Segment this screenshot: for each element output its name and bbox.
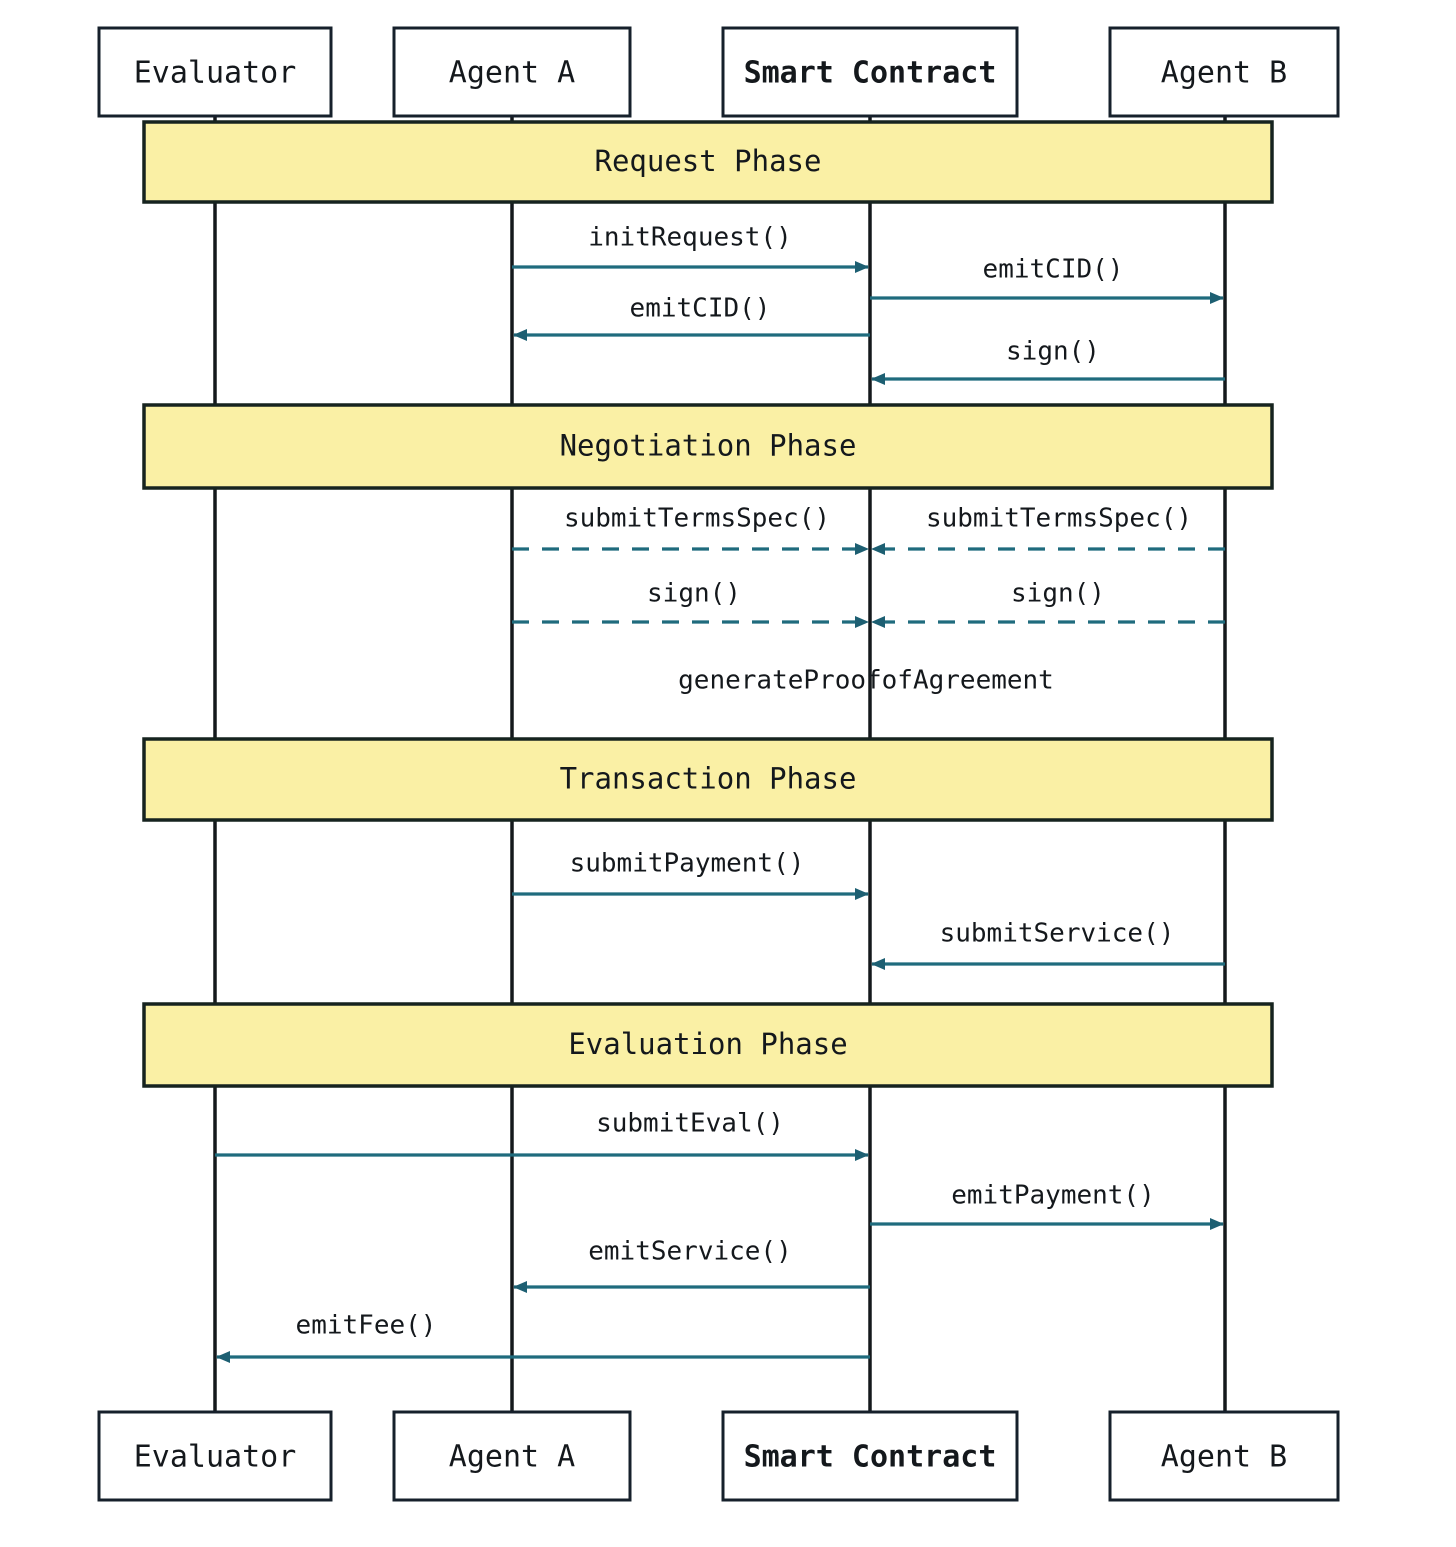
actor-box-evaluator-top[interactable] <box>97 26 333 118</box>
message-label-m10: submitService() <box>940 919 1175 949</box>
actor-label-smart_contract-top: Smart Contract <box>744 56 997 91</box>
message-label-m8: sign() <box>1011 579 1105 609</box>
actor-box-agent_b-top[interactable] <box>1108 26 1340 118</box>
actor-label-agent_a-bottom: Agent A <box>449 1440 575 1475</box>
actor-box-agent_a-top[interactable] <box>392 26 632 118</box>
phase-label-transaction: Transaction Phase <box>560 762 857 796</box>
phase-label-evaluation: Evaluation Phase <box>568 1027 847 1061</box>
message-label-m9: submitPayment() <box>570 849 805 879</box>
actor-label-agent_b-bottom: Agent B <box>1161 1440 1287 1475</box>
message-label-m13: emitService() <box>588 1237 792 1267</box>
message-label-m1: initRequest() <box>588 223 792 253</box>
message-label-m11: submitEval() <box>596 1109 784 1139</box>
message-label-m5: submitTermsSpec() <box>564 504 830 534</box>
phase-label-request: Request Phase <box>595 144 822 178</box>
actor-label-agent_b-top: Agent B <box>1161 56 1287 91</box>
actor-label-smart_contract-bottom: Smart Contract <box>744 1440 997 1475</box>
message-label-m2: emitCID() <box>983 255 1124 285</box>
actor-box-agent_b-bottom[interactable] <box>1108 1410 1340 1502</box>
actor-box-smart_contract-top[interactable] <box>721 26 1019 118</box>
actor-boxes-top: Evaluator Agent A Smart Contract Agent B <box>97 26 1340 118</box>
message-label-m4: sign() <box>1006 337 1100 367</box>
message-label-m6: submitTermsSpec() <box>926 504 1192 534</box>
actor-box-agent_a-bottom[interactable] <box>392 1410 632 1502</box>
phase-band-transaction <box>142 737 1274 822</box>
note-label-n1: generateProofofAgreement <box>678 666 1054 696</box>
phase-band-request <box>142 120 1274 204</box>
message-label-m14: emitFee() <box>296 1311 437 1341</box>
actor-box-evaluator-bottom[interactable] <box>97 1410 333 1502</box>
actor-box-smart_contract-bottom[interactable] <box>721 1410 1019 1502</box>
actor-label-evaluator-top: Evaluator <box>134 56 297 91</box>
notes-group: generateProofofAgreement <box>678 666 1054 696</box>
messages-group: initRequest() emitCID() emitCID() sign() sub… <box>215 223 1225 1363</box>
phase-label-negotiation: Negotiation Phase <box>560 429 857 463</box>
message-label-m3: emitCID() <box>630 294 771 324</box>
actor-label-agent_a-top: Agent A <box>449 56 575 91</box>
actor-boxes-bottom: Evaluator Agent A Smart Contract Agent B <box>97 1410 1340 1502</box>
message-label-m7: sign() <box>647 579 741 609</box>
message-label-m12: emitPayment() <box>951 1181 1155 1211</box>
phase-band-negotiation <box>142 403 1274 490</box>
phase-band-evaluation <box>142 1002 1274 1088</box>
actor-label-evaluator-bottom: Evaluator <box>134 1440 297 1475</box>
